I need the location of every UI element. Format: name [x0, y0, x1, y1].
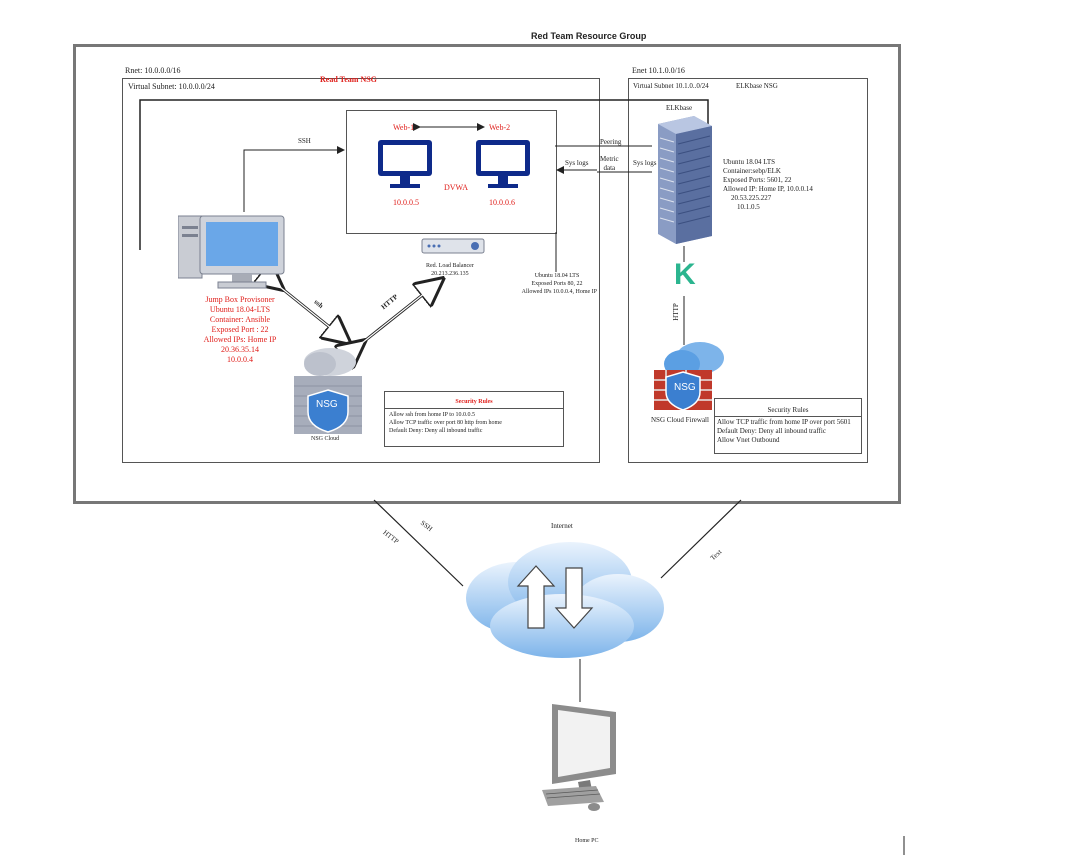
nsg-badge-right: NSG — [674, 382, 696, 393]
left-security-rules: Security Rules Allow ssh from home IP to… — [384, 391, 564, 447]
monitor-icon — [378, 140, 432, 188]
jump-box-ports: Exposed Port : 22 — [211, 325, 269, 334]
elk-private-ip: 10.1.0.5 — [737, 203, 760, 211]
monitor-icon — [476, 140, 530, 188]
web1-ip: 10.0.0.5 — [393, 198, 419, 207]
elk-info: Ubuntu 18.04 LTS Container:sebp/ELK Expo… — [723, 158, 813, 212]
home-pc-icon — [542, 704, 616, 811]
lb-name: Red. Load Balancer — [426, 263, 474, 269]
elk-container: Container:sebp/ELK — [723, 167, 781, 175]
left-subnet-box — [122, 78, 600, 463]
text-internet-line — [660, 499, 742, 579]
elk-public-ip: 20.53.225.227 — [731, 194, 772, 202]
right-nsg-label: ELKbase NSG — [736, 82, 778, 90]
nsg-badge-left: NSG — [316, 399, 338, 410]
ssh-line — [243, 146, 345, 212]
dvwa-label: DVWA — [444, 183, 468, 192]
right-rule: Allow Vnet Outbound — [717, 436, 780, 444]
right-security-rules: Security Rules Allow TCP traffic from ho… — [714, 398, 862, 454]
left-rule: Default Deny: Deny all inbound traffic — [389, 428, 483, 434]
elk-os: Ubuntu 18.04 LTS — [723, 158, 776, 166]
lb-ip: 20.213.236.135 — [431, 271, 469, 277]
ssh-http-internet-line — [373, 499, 464, 587]
jump-box-allowed: Allowed IPs: Home IP — [203, 335, 277, 344]
syslogs-left-label: Sys logs — [565, 159, 589, 167]
web-allowed: Allowed IPs 10.0.0.4, Home IP — [521, 289, 597, 295]
jump-box-private-ip: 10.0.0.4 — [227, 355, 253, 364]
left-rule: Allow TCP traffic over port 80 http from… — [389, 420, 502, 426]
internet-cloud-icon — [466, 542, 664, 658]
right-rules-title: Security Rules — [767, 406, 809, 414]
ssh-label: SSH — [298, 137, 311, 145]
kibana-icon: K — [674, 258, 696, 291]
nsg-shield-icon — [294, 348, 362, 434]
left-nsg-label: Read Team NSG — [320, 75, 377, 84]
jump-box-container: Container: Ansible — [209, 315, 271, 324]
resource-group-box — [73, 44, 901, 504]
firewall-label: NSG Cloud Firewall — [651, 416, 709, 424]
web2-label: Web-2 — [489, 123, 511, 132]
right-rule: Allow TCP traffic from home IP over port… — [717, 418, 851, 426]
load-balancer-icon — [421, 238, 485, 254]
right-rule: Default Deny: Deny all inbound traffic — [717, 427, 826, 435]
web2-ip: 10.0.0.6 — [489, 198, 515, 207]
web-os: Ubuntu 18.04 LTS — [534, 273, 580, 279]
jump-box-name: Jump Box Provisoner — [205, 295, 275, 304]
load-balancer-label: Red. Load Balancer 20.213.236.135 — [426, 262, 474, 278]
internet-label: Internet — [551, 522, 573, 530]
left-rules-title: Security Rules — [455, 399, 493, 405]
server-rack-icon — [658, 116, 712, 244]
elk-server-label: ELKbase — [666, 104, 693, 112]
right-subnet-label: Virtual Subnet 10.1.0..0/24 — [633, 82, 709, 90]
jump-box-info: Jump Box Provisoner Ubuntu 18.04-LTS Con… — [190, 295, 290, 365]
web1-label: Web-1 — [393, 123, 415, 132]
desktop-icon — [178, 215, 285, 289]
home-pc-label: Home PC — [575, 838, 599, 844]
nsg-cloud-label: NSG Cloud — [311, 436, 340, 442]
jump-box-public-ip: 20.36.35.14 — [221, 345, 259, 354]
right-vnet-label: Enet 10.1.0.0/16 — [632, 66, 685, 75]
peering-label: Peering — [600, 138, 622, 146]
left-rule: Allow ssh from home IP to 10.0.0.5 — [389, 412, 475, 418]
syslogs-right-label: Sys logs — [633, 159, 657, 167]
left-subnet-label: Virtual Subnet: 10.0.0.0/24 — [128, 82, 215, 91]
elk-http-label: HTTP — [671, 303, 680, 321]
jump-box-os: Ubuntu 18.04-LTS — [209, 305, 271, 314]
diagram-title: Red Team Resource Group — [531, 31, 647, 41]
jumpbox-to-elk-line — [139, 99, 709, 250]
elk-allowed: Allowed IP: Home IP, 10.0.0.14 — [723, 185, 813, 193]
elk-ports: Exposed Ports: 5601, 22 — [723, 176, 792, 184]
left-vnet-label: Rnet: 10.0.0.0/16 — [125, 66, 181, 75]
firewall-icon — [654, 342, 724, 411]
web-ports: Exposed Ports 80, 22 — [531, 281, 583, 287]
web-info: Ubuntu 18.04 LTS Exposed Ports 80, 22 Al… — [517, 272, 597, 296]
metric-data-label: Metric data — [600, 155, 619, 172]
right-subnet-box — [628, 78, 868, 463]
